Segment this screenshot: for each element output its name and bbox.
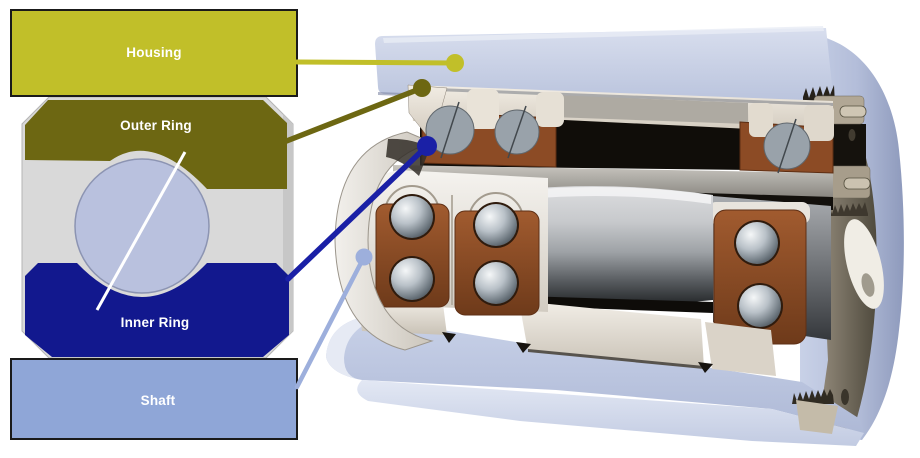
inner-ring-bottom-mid <box>519 301 704 368</box>
outer-ring-callout-line <box>281 85 425 145</box>
inner-ring-bottom-mid-edge <box>528 349 704 369</box>
ball-right-bottom <box>739 285 781 327</box>
housing-shape <box>10 9 298 97</box>
shell-notch <box>442 332 456 343</box>
shell-notch <box>698 362 713 373</box>
shaft-shape <box>10 358 298 440</box>
shaft-callout-line <box>294 254 367 390</box>
schematic-cross-section: Housing Outer Ring Inner Ring Shaft <box>10 9 298 440</box>
outer-ring-callout-dot <box>413 79 431 97</box>
shell-notch <box>516 342 531 353</box>
ball-front-4 <box>475 262 517 304</box>
sectioned-ball-1 <box>425 101 475 159</box>
raceway-block-a <box>467 89 499 129</box>
housing-shell-left-end <box>326 317 374 380</box>
flange-slot-upper <box>839 105 867 118</box>
housing-shell-surface <box>326 317 864 433</box>
serration-mid <box>827 202 868 216</box>
ball-right-top <box>736 222 778 264</box>
inner-ring-callout-line <box>285 143 430 282</box>
raceway-block-d <box>804 105 834 141</box>
housing-callout-line <box>294 59 458 66</box>
flange-bottom-wedge <box>796 400 838 434</box>
serration-bottom <box>792 389 834 404</box>
shaft-highlight <box>525 186 711 204</box>
sectioned-ball-3 <box>763 118 811 174</box>
ball-axis-line <box>95 151 187 311</box>
ball-shape <box>74 158 210 294</box>
outer-ring-label: Outer Ring <box>120 118 192 133</box>
outer-ring-band-shadow <box>409 87 833 106</box>
housing-label: Housing <box>126 45 181 60</box>
inner-ring-label: Inner Ring <box>121 315 190 330</box>
inner-ring-shape <box>25 263 289 357</box>
raceway-block-c <box>749 103 773 137</box>
outer-ring-shape <box>25 100 287 189</box>
inner-ring-bottom-right <box>705 322 776 376</box>
sectioned-ball-2 <box>494 105 540 159</box>
flange-bore-shadow <box>861 273 875 297</box>
housing-shell-front <box>357 380 864 446</box>
shaft-under-gap <box>523 296 713 313</box>
housing-top-highlight <box>383 26 824 43</box>
ball-front-1 <box>391 196 433 238</box>
ball-front-2 <box>391 258 433 300</box>
ball-front-3 <box>475 204 517 246</box>
raceway-block-b <box>536 92 564 127</box>
inner-ring-callout-dot <box>417 136 437 156</box>
render-3d-cutaway <box>326 26 904 446</box>
flange-bolt-hole-2 <box>848 129 856 141</box>
housing-callout-dot <box>446 54 464 72</box>
flange-bolt-hole <box>841 389 849 405</box>
shaft-label: Shaft <box>141 393 176 408</box>
shaft-cylinder <box>523 186 713 306</box>
mid-gray-band <box>552 95 748 124</box>
shaft-callout-dot <box>355 248 373 266</box>
callouts <box>281 54 464 390</box>
flange-slot-lower <box>843 177 871 190</box>
